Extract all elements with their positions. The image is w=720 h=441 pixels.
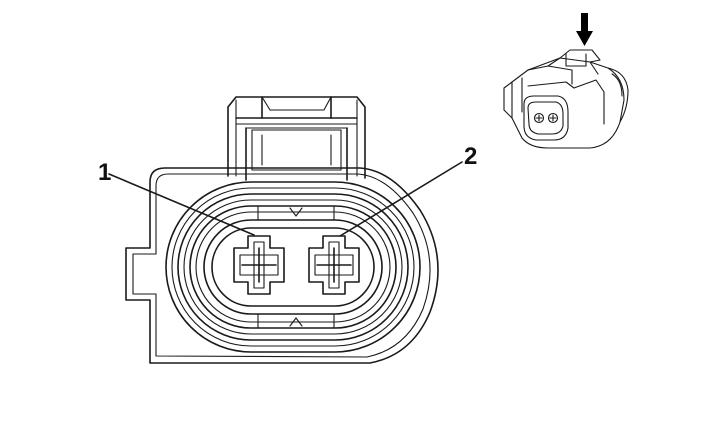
- housing-outer-outline: [125, 167, 439, 364]
- latch-tower: [227, 96, 366, 181]
- pin-2-cavity: [308, 235, 360, 295]
- connector-face: [108, 96, 463, 364]
- housing-outer-outline-inner: [132, 173, 431, 358]
- pin-2-leader-line: [339, 161, 463, 237]
- pin-1-cavity: [233, 235, 285, 295]
- connector-housing-3d-icon: [503, 49, 629, 149]
- seal-rings: [165, 181, 421, 353]
- pin-1-leader-line: [108, 173, 255, 236]
- pin-island: [211, 227, 375, 307]
- down-arrow-icon: [576, 13, 593, 46]
- pin-1-label: 1: [98, 159, 111, 186]
- pin-2-label: 2: [464, 143, 477, 170]
